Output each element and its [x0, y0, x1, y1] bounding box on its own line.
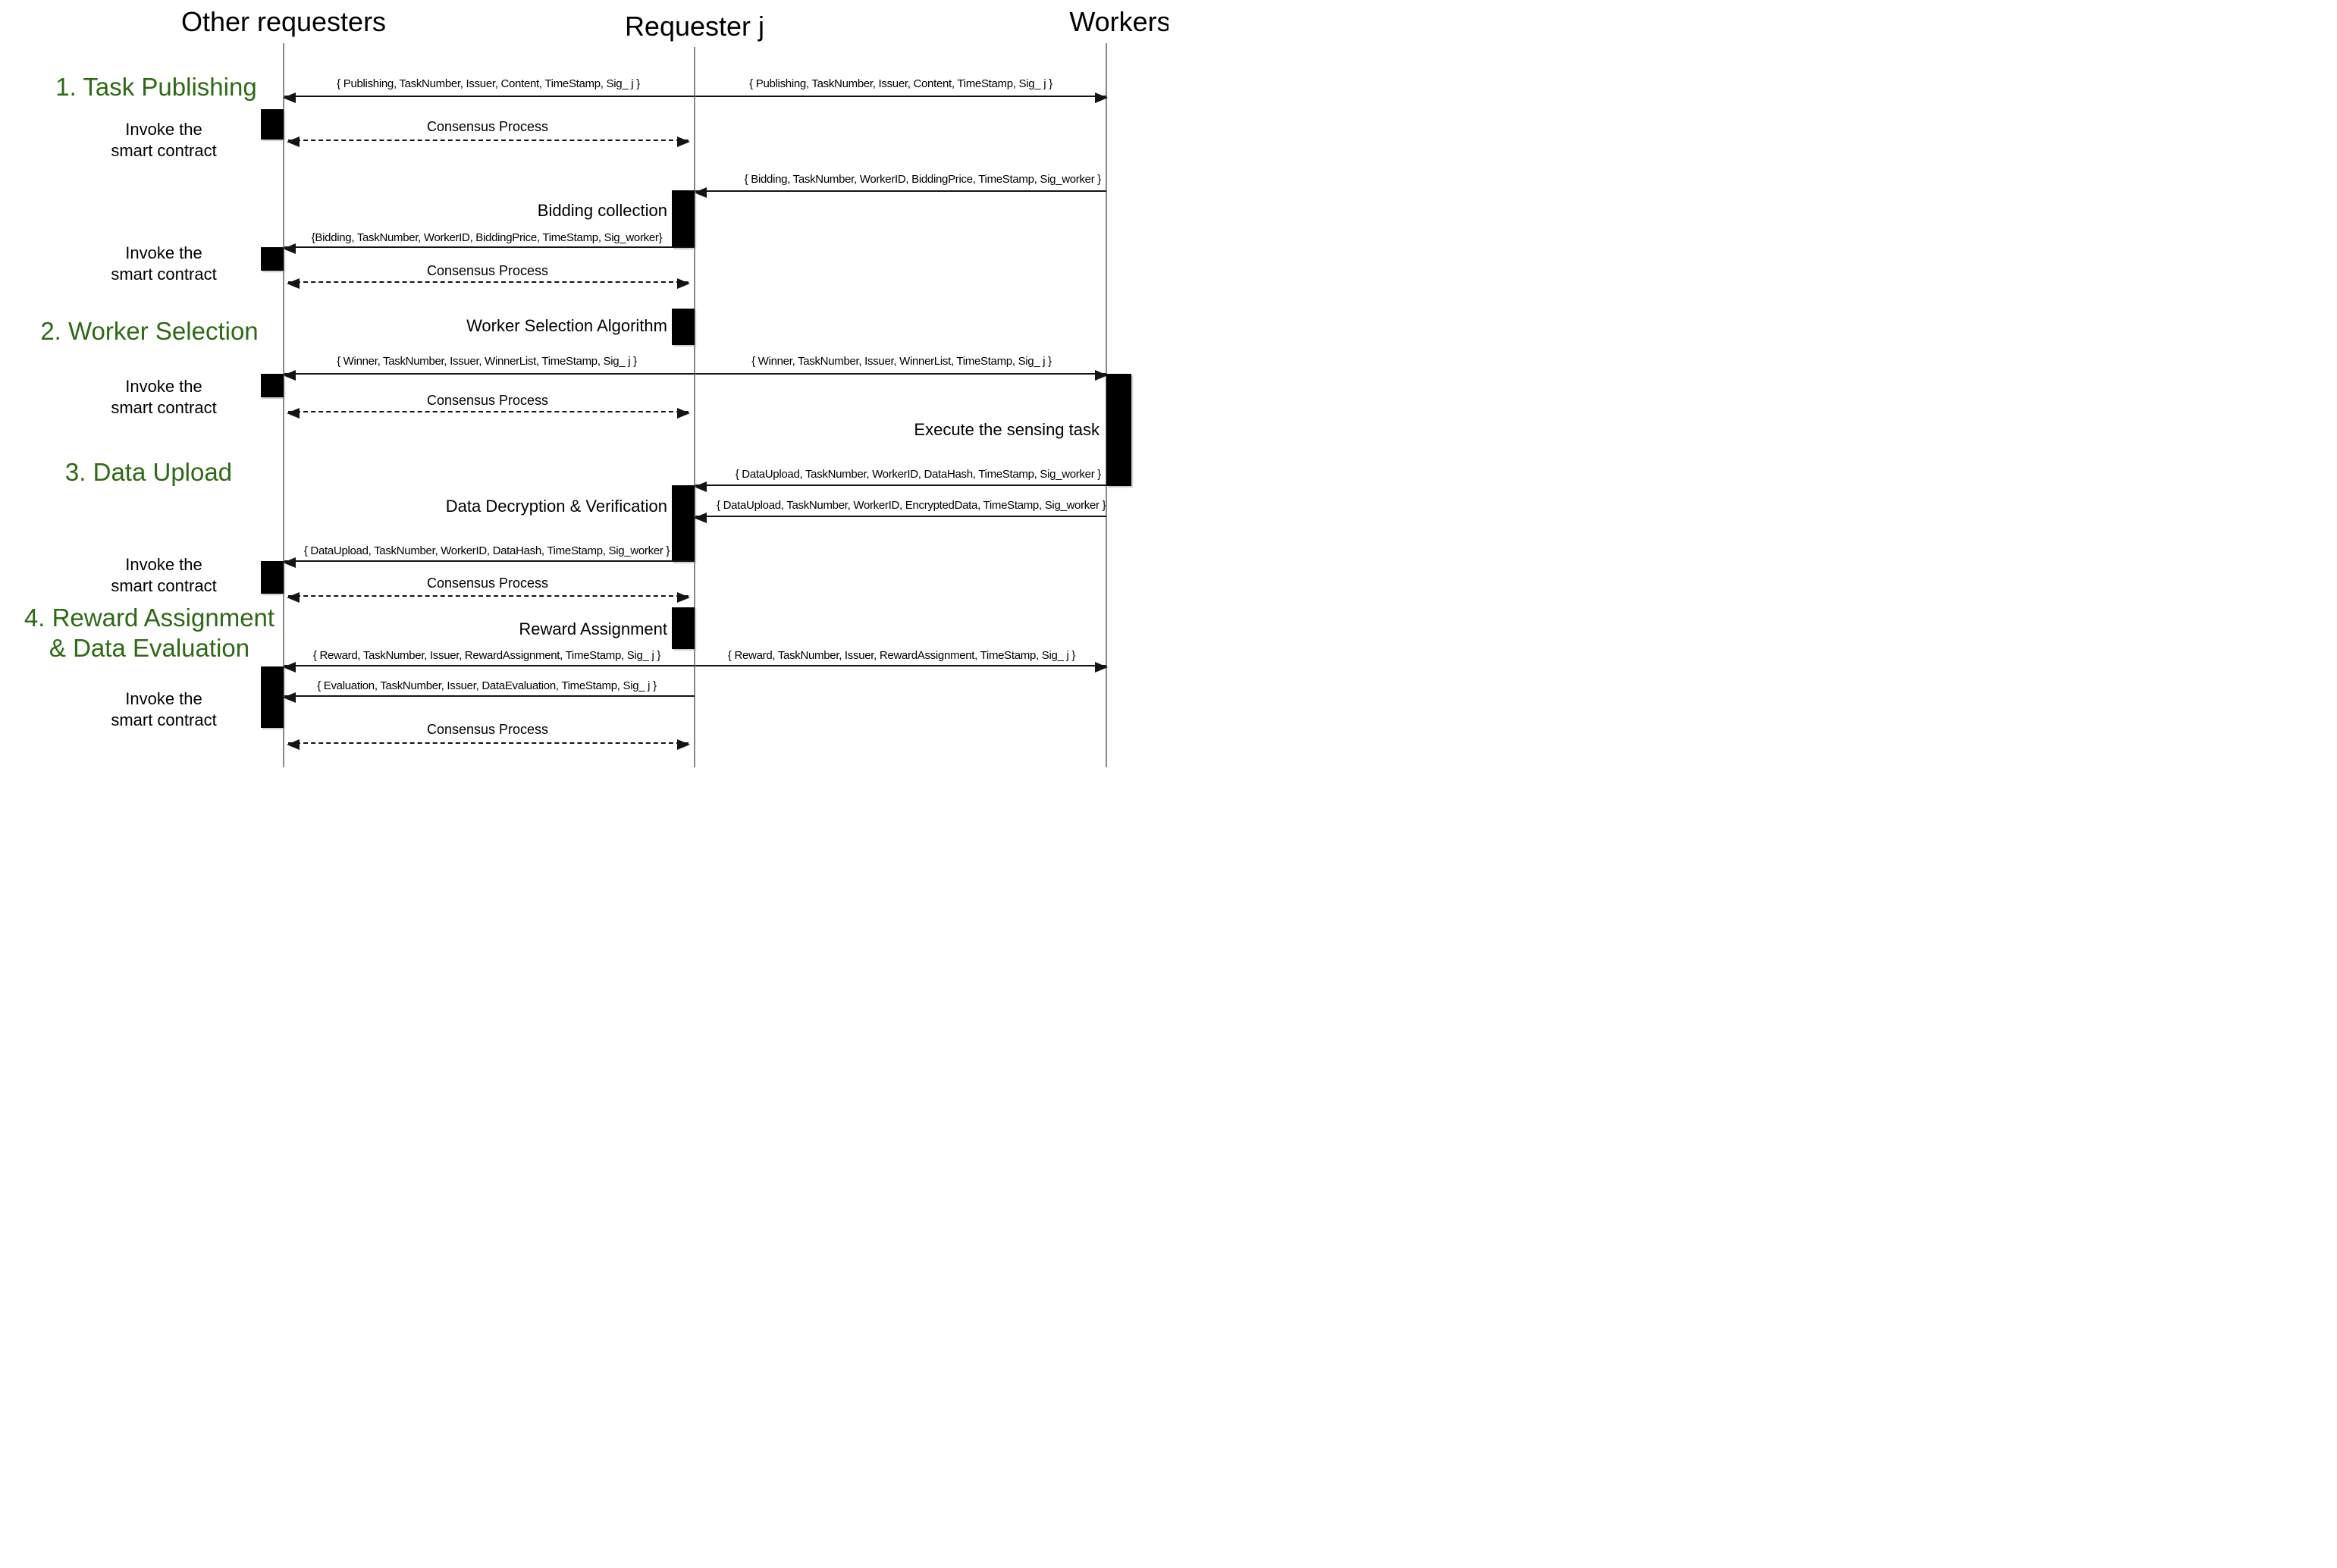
invoke-line2: smart contract — [111, 265, 217, 284]
arrow-dataupload-to-requesters — [283, 557, 695, 569]
arrow-bidding-to-requesters — [283, 243, 695, 255]
message-winner-to-workers: { Winner, TaskNumber, Issuer, WinnerList… — [751, 355, 1052, 368]
message-publishing-to-requesters: { Publishing, TaskNumber, Issuer, Conten… — [337, 77, 640, 90]
arrowhead-left — [287, 592, 300, 604]
message-publishing-to-workers: { Publishing, TaskNumber, Issuer, Conten… — [749, 77, 1052, 90]
invoke-smart-contract-label-2: Invoke the smart contract — [73, 243, 255, 285]
message-evaluation-to-requesters: { Evaluation, TaskNumber, Issuer, DataEv… — [317, 679, 657, 692]
phase-heading-task-publishing: 1. Task Publishing — [55, 73, 257, 101]
invoke-line2: smart contract — [111, 710, 217, 729]
activation-box-requester-worker-selection — [672, 309, 695, 345]
arrow-winner-to-requesters — [283, 370, 695, 381]
arrow-reward-to-requesters — [283, 662, 695, 673]
invoke-smart-contract-label-4: Invoke the smart contract — [73, 554, 255, 597]
arrowhead-right — [1095, 93, 1108, 104]
message-reward-to-workers: { Reward, TaskNumber, Issuer, RewardAssi… — [727, 649, 1076, 662]
phase-heading-reward-assignment: 4. Reward Assignment & Data Evaluation — [13, 603, 286, 663]
reward-assignment-label: Reward Assignment — [519, 619, 667, 638]
data-decryption-verification-label: Data Decryption & Verification — [445, 497, 667, 516]
arrowhead-left — [283, 243, 296, 255]
arrow-bidding-from-workers — [694, 187, 1106, 199]
invoke-line1: Invoke the — [125, 689, 202, 708]
actor-header-requester-j: Requester j — [624, 11, 765, 42]
consensus-arrow-5 — [287, 739, 690, 751]
invoke-smart-contract-label-1: Invoke the smart contract — [73, 119, 255, 162]
consensus-arrow-1 — [287, 136, 690, 148]
arrowhead-left — [287, 408, 300, 419]
consensus-arrow-4 — [287, 592, 690, 604]
lifeline-requester-j — [694, 47, 695, 767]
message-reward-to-requesters: { Reward, TaskNumber, Issuer, RewardAssi… — [312, 649, 661, 662]
consensus-label-1: Consensus Process — [426, 119, 549, 134]
arrowhead-left — [283, 557, 296, 569]
activation-box-workers-execute-task — [1106, 374, 1131, 486]
arrow-publishing-to-requesters — [283, 93, 695, 104]
lifeline-other-requesters — [283, 43, 284, 767]
activation-box-requester-data-decryption — [672, 485, 695, 562]
actor-header-other-requesters: Other requesters — [180, 6, 387, 37]
activation-box-requester-bidding-collection — [672, 190, 695, 248]
message-dataupload-to-requesters: { DataUpload, TaskNumber, WorkerID, Data… — [303, 544, 670, 557]
arrowhead-right — [1095, 662, 1108, 673]
arrow-dataupload-encrypted-to-requester — [694, 513, 1106, 524]
arrowhead-right — [1095, 370, 1108, 381]
invoke-line2: smart contract — [111, 141, 217, 160]
consensus-label-5: Consensus Process — [426, 722, 549, 737]
phase-heading-worker-selection: 2. Worker Selection — [40, 317, 259, 345]
arrowhead-right — [677, 739, 690, 751]
message-dataupload-encrypted-to-requester: { DataUpload, TaskNumber, WorkerID, Encr… — [717, 499, 1106, 512]
arrow-reward-to-workers — [695, 662, 1108, 673]
phase-heading-data-upload: 3. Data Upload — [64, 458, 233, 486]
arrowhead-left — [694, 481, 707, 493]
message-dataupload-hash-to-requester: { DataUpload, TaskNumber, WorkerID, Data… — [735, 468, 1102, 481]
consensus-label-4: Consensus Process — [426, 575, 549, 591]
arrowhead-left — [287, 136, 300, 148]
arrowhead-left — [694, 513, 707, 524]
phase-heading-reward-line2: & Data Evaluation — [49, 634, 250, 662]
worker-selection-algorithm-label: Worker Selection Algorithm — [466, 316, 667, 335]
message-bidding-from-workers: { Bidding, TaskNumber, WorkerID, Bidding… — [744, 173, 1102, 186]
arrowhead-left — [283, 692, 296, 704]
invoke-line1: Invoke the — [125, 377, 202, 396]
arrowhead-right — [677, 278, 690, 290]
activation-box-other-requesters-1 — [261, 109, 284, 140]
invoke-line2: smart contract — [111, 576, 217, 595]
message-winner-to-requesters: { Winner, TaskNumber, Issuer, WinnerList… — [337, 355, 637, 368]
consensus-arrow-3 — [287, 408, 690, 419]
consensus-arrow-2 — [287, 278, 690, 290]
consensus-label-3: Consensus Process — [426, 393, 549, 408]
invoke-smart-contract-label-5: Invoke the smart contract — [73, 688, 255, 731]
arrow-dataupload-hash-to-requester — [694, 481, 1106, 493]
phase-heading-reward-line1: 4. Reward Assignment — [24, 604, 275, 632]
arrowhead-left — [287, 278, 300, 290]
arrowhead-left — [694, 187, 707, 199]
activation-box-other-requesters-5 — [261, 666, 284, 728]
activation-box-requester-reward — [672, 607, 695, 649]
invoke-smart-contract-label-3: Invoke the smart contract — [73, 376, 255, 419]
invoke-line2: smart contract — [111, 398, 217, 417]
arrowhead-right — [677, 592, 690, 604]
invoke-line1: Invoke the — [125, 555, 202, 574]
consensus-label-2: Consensus Process — [426, 263, 549, 278]
arrowhead-left — [283, 662, 296, 673]
activation-box-other-requesters-3 — [261, 374, 284, 397]
bidding-collection-label: Bidding collection — [537, 201, 667, 220]
arrowhead-right — [677, 408, 690, 419]
sequence-diagram: Other requesters Requester j Workers 1. … — [0, 0, 1168, 784]
arrowhead-left — [283, 370, 296, 381]
arrow-publishing-to-workers — [695, 93, 1108, 104]
activation-box-other-requesters-2 — [261, 247, 284, 271]
execute-sensing-task-label: Execute the sensing task — [914, 420, 1099, 439]
invoke-line1: Invoke the — [125, 243, 202, 262]
message-bidding-to-requesters: {Bidding, TaskNumber, WorkerID, BiddingP… — [311, 231, 663, 244]
arrowhead-left — [287, 739, 300, 751]
activation-box-other-requesters-4 — [261, 561, 284, 594]
actor-header-workers: Workers — [1069, 6, 1168, 37]
invoke-line1: Invoke the — [125, 120, 202, 139]
arrowhead-left — [283, 93, 296, 104]
arrow-winner-to-workers — [695, 370, 1108, 381]
arrowhead-right — [677, 136, 690, 148]
arrow-evaluation-to-requesters — [283, 692, 695, 704]
